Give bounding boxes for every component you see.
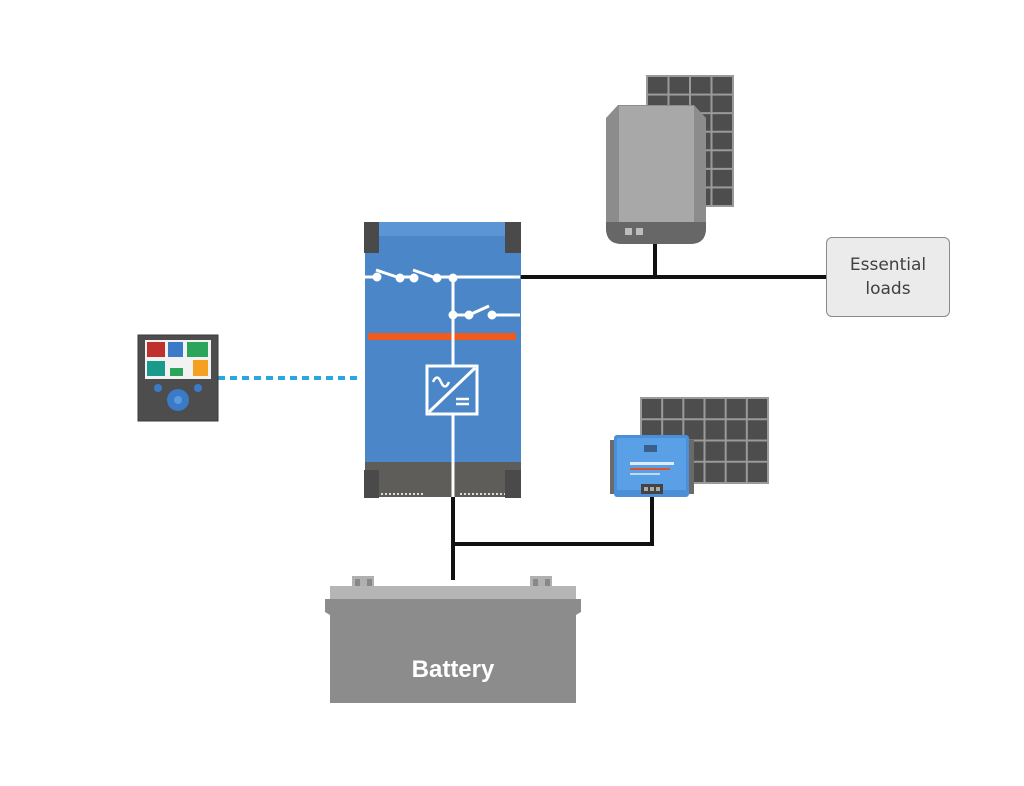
mppt-display <box>644 445 657 452</box>
solar-cell <box>705 462 725 482</box>
tile-orange <box>193 360 208 376</box>
button-left <box>154 384 162 392</box>
pv-inverter-led-1 <box>625 228 632 235</box>
ac-dc-converter-icon <box>425 364 479 416</box>
essential-loads-line2: loads <box>865 279 911 299</box>
mppt-charger <box>610 435 694 497</box>
solar-cell <box>726 399 746 419</box>
pv-inverter-led-2 <box>636 228 643 235</box>
essential-loads-box: Essential loads <box>826 237 950 317</box>
mppt-cable <box>453 494 654 546</box>
solar-cell <box>726 462 746 482</box>
corner-bracket <box>505 222 521 253</box>
solar-cell <box>684 420 704 440</box>
inverter-charger <box>364 222 521 498</box>
solar-cell <box>642 399 662 419</box>
internal-wiring <box>365 268 520 497</box>
solar-cell <box>747 441 767 461</box>
gx-display <box>137 334 219 422</box>
solar-cell <box>712 77 732 94</box>
solar-cell <box>669 77 689 94</box>
solar-cell <box>684 399 704 419</box>
battery <box>325 576 581 703</box>
tile-green-2 <box>170 368 183 376</box>
solar-cell <box>705 420 725 440</box>
battery-label: Battery <box>411 656 495 683</box>
button-right <box>194 384 202 392</box>
corner-bracket <box>364 222 379 253</box>
solar-cell <box>712 169 732 187</box>
solar-cell <box>712 188 732 205</box>
ac-cables <box>520 244 827 279</box>
solar-cell <box>726 441 746 461</box>
dc-cables <box>451 494 654 580</box>
solar-cell <box>648 77 668 94</box>
solar-cell <box>663 420 683 440</box>
solar-cell <box>691 77 711 94</box>
tile-green <box>187 342 208 357</box>
solar-cell <box>712 95 732 113</box>
solar-cell <box>747 462 767 482</box>
pv-inverter <box>606 105 706 244</box>
solar-cell <box>712 132 732 150</box>
corner-bracket <box>364 470 379 498</box>
solar-cell <box>642 420 662 440</box>
solar-cell <box>747 399 767 419</box>
solar-cell <box>712 151 732 168</box>
accent-stripe <box>368 333 516 340</box>
solar-cell <box>726 420 746 440</box>
solar-cell <box>747 420 767 440</box>
solar-cell <box>705 441 725 461</box>
tile-teal <box>147 361 165 376</box>
solar-cell <box>663 399 683 419</box>
tile-blue <box>168 342 183 357</box>
solar-cell <box>705 399 725 419</box>
corner-bracket <box>505 470 521 498</box>
tile-red <box>147 342 165 357</box>
solar-cell <box>712 114 732 131</box>
essential-loads-line1: Essential <box>849 255 927 275</box>
